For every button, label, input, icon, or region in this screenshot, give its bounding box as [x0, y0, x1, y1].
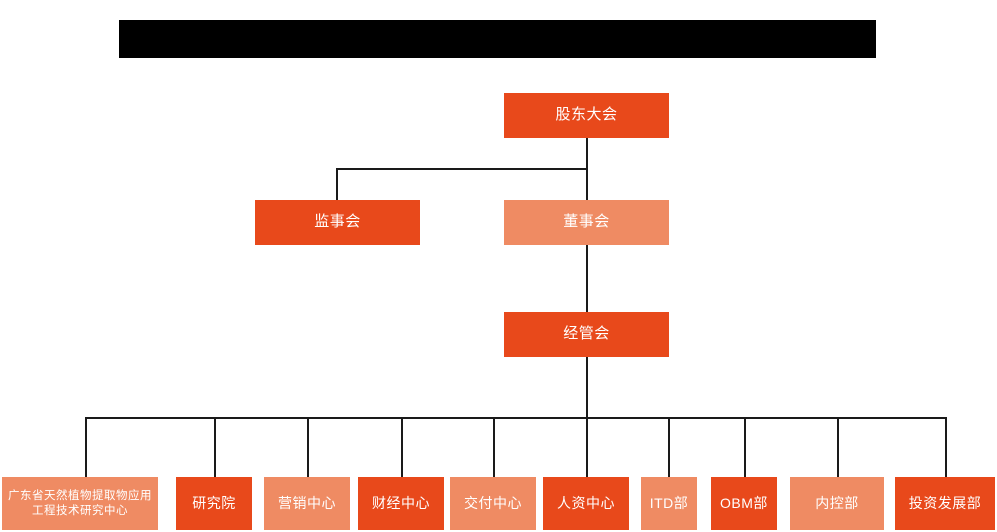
connector-drop-investment-dev	[945, 417, 947, 477]
org-node-label: 交付中心	[464, 494, 522, 511]
org-node-research-institute[interactable]: 研究院	[176, 477, 252, 530]
connector-drop-marketing-center	[307, 417, 309, 477]
org-node-label: 监事会	[314, 213, 361, 231]
connector-drop-finance-center	[401, 417, 403, 477]
org-node-delivery-center[interactable]: 交付中心	[450, 477, 536, 530]
connector-l1-to-l2-bus	[336, 168, 587, 170]
redacted-title-banner	[119, 20, 876, 58]
org-node-label: 内控部	[815, 494, 859, 511]
org-node-label: 股东大会	[555, 106, 618, 124]
org-node-label: 投资发展部	[908, 494, 982, 511]
org-node-label: 广东省天然植物提取物应用工程技术研究中心	[8, 490, 152, 517]
org-node-label: 营销中心	[278, 494, 336, 511]
org-node-gd-research-center[interactable]: 广东省天然植物提取物应用工程技术研究中心	[2, 477, 158, 530]
org-node-supervisory-board[interactable]: 监事会	[255, 200, 420, 245]
org-node-board-of-directors[interactable]: 董事会	[504, 200, 669, 245]
org-node-obm-department[interactable]: OBM部	[711, 477, 777, 530]
org-node-hr-center[interactable]: 人资中心	[543, 477, 629, 530]
connector-l4-bus	[85, 417, 946, 419]
connector-drop-obm-department	[744, 417, 746, 477]
connector-drop-delivery-center	[493, 417, 495, 477]
org-node-management-committee[interactable]: 经管会	[504, 312, 669, 357]
org-node-internal-control-department[interactable]: 内控部	[790, 477, 884, 530]
connector-drop-itd-department	[668, 417, 670, 477]
org-node-label: ITD部	[649, 494, 689, 511]
connector-l2-to-l3-stem	[586, 245, 588, 312]
org-node-label: 经管会	[563, 325, 610, 343]
org-node-shareholders[interactable]: 股东大会	[504, 93, 669, 138]
org-node-label: 财经中心	[372, 494, 430, 511]
org-node-investment-development-department[interactable]: 投资发展部	[895, 477, 995, 530]
connector-l1-to-l2-stem	[586, 138, 588, 200]
connector-drop-research-institute	[214, 417, 216, 477]
org-node-label: 人资中心	[557, 494, 615, 511]
org-node-label: 研究院	[192, 494, 236, 511]
org-node-label: 董事会	[563, 213, 610, 231]
connector-drop-hr-center	[586, 417, 588, 477]
connector-drop-internal-control	[837, 417, 839, 477]
org-node-itd-department[interactable]: ITD部	[641, 477, 697, 530]
connector-l2-supervisory-drop	[336, 168, 338, 200]
org-node-finance-center[interactable]: 财经中心	[358, 477, 444, 530]
connector-l3-to-l4-stem	[586, 357, 588, 418]
org-node-label: OBM部	[720, 494, 768, 511]
org-node-marketing-center[interactable]: 营销中心	[264, 477, 350, 530]
connector-drop-gd-research-center	[85, 417, 87, 477]
